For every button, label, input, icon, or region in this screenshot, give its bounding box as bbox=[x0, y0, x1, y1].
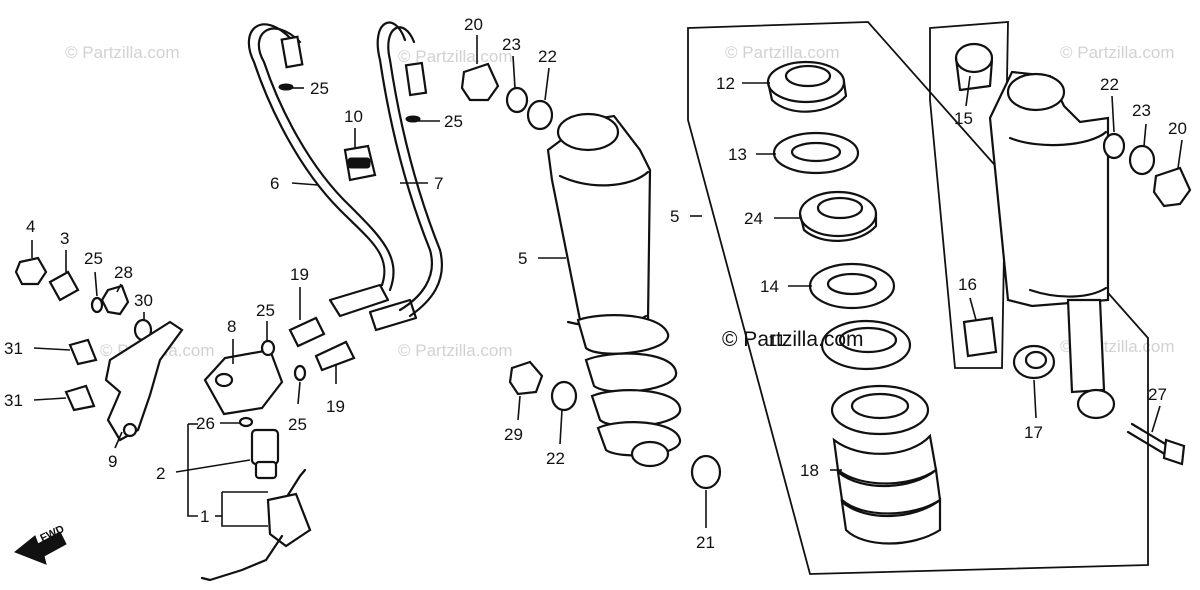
washer-part-22 bbox=[526, 99, 554, 131]
cap-part-20 bbox=[1152, 166, 1192, 208]
watermark-text: © Partzilla.com bbox=[398, 341, 513, 360]
callout-20: 20 bbox=[1168, 119, 1187, 138]
washer-part-22 bbox=[550, 380, 578, 412]
callout-25: 25 bbox=[288, 415, 307, 434]
callout-5: 5 bbox=[518, 249, 527, 268]
callout-30: 30 bbox=[134, 291, 153, 310]
bump-stop-part-18 bbox=[830, 384, 942, 545]
shock-body-right bbox=[988, 70, 1116, 420]
callout-25: 25 bbox=[256, 301, 275, 320]
callout-23: 23 bbox=[1132, 101, 1151, 120]
callout-18: 18 bbox=[800, 461, 819, 480]
callout-22: 22 bbox=[538, 47, 557, 66]
nut-part-29 bbox=[508, 360, 544, 396]
callout-26: 26 bbox=[196, 414, 215, 433]
watermark-main: © Partzilla.com bbox=[722, 328, 864, 351]
callout-31: 31 bbox=[4, 339, 23, 358]
callout-16: 16 bbox=[958, 275, 977, 294]
clamp-part-10 bbox=[343, 144, 377, 182]
washer-part-25 bbox=[90, 296, 104, 314]
washer-part-14-inner bbox=[826, 272, 878, 296]
callout-7: 7 bbox=[434, 174, 443, 193]
fitting-part-19-upper bbox=[288, 316, 326, 348]
nut-part-28 bbox=[100, 284, 130, 316]
washer-part-21 bbox=[690, 454, 722, 490]
cap-part-1 bbox=[200, 468, 312, 582]
callout-4: 4 bbox=[26, 217, 35, 236]
fwd-arrow: FWD bbox=[14, 523, 67, 565]
callout-11: 11 bbox=[768, 331, 786, 350]
callout-24: 24 bbox=[744, 209, 763, 228]
callout-19: 19 bbox=[326, 397, 345, 416]
shock-bushing-box bbox=[929, 21, 1009, 369]
callout-2: 2 bbox=[156, 464, 165, 483]
bolt-part-27 bbox=[1126, 422, 1186, 466]
cap-part-20 bbox=[460, 62, 500, 102]
washer-part-23 bbox=[505, 86, 529, 114]
callout-29: 29 bbox=[504, 425, 523, 444]
washer-part-13-inner bbox=[790, 141, 842, 163]
watermark-text: © Partzilla.com bbox=[1060, 43, 1175, 62]
switch-part-2 bbox=[250, 428, 280, 480]
callout-labels: 4 3 25 28 30 31 31 9 8 25 19 19 25 26 2 … bbox=[4, 15, 1187, 552]
bolt-part-3 bbox=[48, 270, 80, 302]
watermark-text: © Partzilla.com bbox=[65, 43, 180, 62]
callout-8: 8 bbox=[227, 317, 236, 336]
bushing-part-15 bbox=[954, 42, 994, 92]
callout-25: 25 bbox=[310, 79, 329, 98]
washer-part-14 bbox=[808, 262, 896, 310]
callout-9: 9 bbox=[108, 452, 117, 471]
callout-1: 1 bbox=[200, 507, 209, 526]
watermark-text: © Partzilla.com bbox=[725, 43, 840, 62]
callout-15: 15 bbox=[954, 109, 973, 128]
washer-part-13 bbox=[772, 131, 860, 175]
fitting-part-19-lower bbox=[314, 340, 356, 372]
bolt-part-31-upper bbox=[68, 338, 98, 366]
o-ring-part-25 bbox=[405, 115, 421, 123]
shock-components-box bbox=[687, 21, 1149, 575]
callout-13: 13 bbox=[728, 145, 747, 164]
hose-6 bbox=[247, 23, 395, 318]
callout-22: 22 bbox=[1100, 75, 1119, 94]
watermark-text: © Partzilla.com bbox=[398, 47, 513, 66]
spring-seat-part-12 bbox=[766, 60, 848, 113]
callout-20: 20 bbox=[464, 15, 483, 34]
callout-23: 23 bbox=[502, 35, 521, 54]
callout-25: 25 bbox=[444, 112, 463, 131]
callout-12: 12 bbox=[716, 74, 735, 93]
bushing-part-17 bbox=[1012, 344, 1056, 380]
washer-part-23 bbox=[1128, 144, 1156, 176]
callout-27: 27 bbox=[1148, 385, 1167, 404]
callout-22: 22 bbox=[546, 449, 565, 468]
leader-lines bbox=[31, 35, 1183, 528]
o-ring-part-25 bbox=[278, 83, 294, 91]
callout-5: 5 bbox=[670, 207, 679, 226]
callout-10: 10 bbox=[344, 107, 363, 126]
callout-31: 31 bbox=[4, 391, 23, 410]
callout-25: 25 bbox=[84, 249, 103, 268]
seal-part-24 bbox=[798, 190, 878, 242]
callout-3: 3 bbox=[60, 229, 69, 248]
bracket-part-9 bbox=[104, 320, 184, 442]
retainer-part-11 bbox=[820, 319, 912, 371]
hose-7 bbox=[368, 21, 443, 332]
junction-block-part-8 bbox=[203, 348, 284, 416]
callout-17: 17 bbox=[1024, 423, 1043, 442]
washer-part-22 bbox=[1102, 132, 1126, 160]
cap-nut-part-4 bbox=[14, 256, 48, 286]
rear-shock-absorber-part-5 bbox=[546, 112, 682, 468]
o-ring-part-26 bbox=[238, 416, 254, 428]
o-ring-part-25 bbox=[293, 364, 307, 382]
collar-part-16 bbox=[962, 316, 998, 358]
callout-14: 14 bbox=[760, 277, 779, 296]
o-ring-part-25 bbox=[260, 339, 276, 357]
callout-6: 6 bbox=[270, 174, 279, 193]
bolt-part-31-lower bbox=[64, 384, 96, 412]
callout-19: 19 bbox=[290, 265, 309, 284]
callout-21: 21 bbox=[696, 533, 715, 552]
callout-28: 28 bbox=[114, 263, 133, 282]
